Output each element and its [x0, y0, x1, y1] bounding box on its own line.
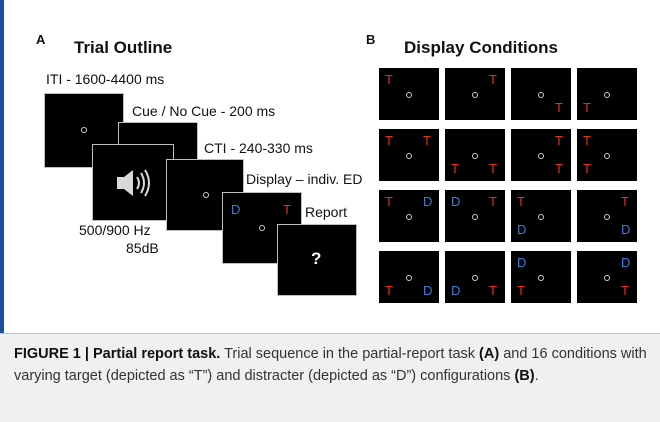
fixation-dot [472, 214, 478, 220]
caption-text-2: and 16 conditions with varying target (d… [14, 346, 647, 384]
cti-label: CTI - 240-330 ms [204, 140, 313, 156]
fixation-dot [604, 92, 610, 98]
panel-a-letter: A [36, 32, 46, 47]
condition-screen: T [577, 68, 637, 120]
target-letter: T [621, 283, 629, 298]
fixation-dot [472, 275, 478, 281]
target-letter: T [283, 202, 291, 217]
frequency-label: 500/900 Hz [79, 222, 151, 238]
fixation-dot [81, 127, 87, 133]
iti-label: ITI - 1600-4400 ms [46, 71, 165, 87]
distracter-letter: D [621, 255, 631, 270]
target-letter: T [423, 133, 431, 148]
fixation-dot [538, 92, 544, 98]
report-screen: ? [277, 224, 357, 296]
distracter-letter: D [451, 194, 461, 209]
target-letter: T [555, 100, 563, 115]
caption-background [0, 333, 660, 422]
target-letter: T [489, 161, 497, 176]
condition-screen: T [445, 68, 505, 120]
target-letter: T [583, 161, 591, 176]
fixation-dot [203, 192, 209, 198]
target-letter: T [621, 194, 629, 209]
sound-cue-screen [92, 144, 174, 221]
accent-bar [0, 0, 4, 421]
target-letter: T [517, 283, 525, 298]
fixation-dot [259, 225, 265, 231]
report-question-mark: ? [311, 249, 322, 268]
target-letter: T [583, 133, 591, 148]
distracter-letter: D [423, 194, 433, 209]
fixation-dot [472, 153, 478, 159]
target-letter: T [555, 133, 563, 148]
fixation-dot [538, 153, 544, 159]
fixation-dot [604, 275, 610, 281]
fixation-dot [406, 92, 412, 98]
distracter-letter: D [423, 283, 433, 298]
caption-ref-a: (A) [479, 346, 500, 362]
distracter-letter: D [231, 202, 241, 217]
distracter-letter: D [451, 283, 461, 298]
fixation-dot [538, 214, 544, 220]
fixation-dot [604, 214, 610, 220]
fixation-dot [472, 92, 478, 98]
fixation-dot [406, 275, 412, 281]
report-label: Report [305, 204, 348, 220]
target-letter: T [385, 283, 393, 298]
target-letter: T [451, 161, 459, 176]
target-letter: T [489, 283, 497, 298]
target-letter: T [517, 194, 525, 209]
figure-label: FIGURE 1 | Partial report task. [14, 346, 221, 362]
caption-text-3: . [534, 368, 539, 384]
target-letter: T [583, 100, 591, 115]
figure-caption: FIGURE 1 | Partial report task. Trial se… [14, 343, 654, 387]
fixation-dot [604, 153, 610, 159]
panel-a-title: Trial Outline [74, 38, 173, 57]
loudness-label: 85dB [126, 240, 159, 256]
cue-label: Cue / No Cue - 200 ms [132, 103, 276, 119]
fixation-dot [538, 275, 544, 281]
panel-b-letter: B [366, 32, 376, 47]
fixation-dot [406, 153, 412, 159]
distracter-letter: D [517, 255, 527, 270]
fixation-dot [406, 214, 412, 220]
distracter-letter: D [621, 222, 631, 237]
target-letter: T [385, 194, 393, 209]
caption-text-1: Trial sequence in the partial-report tas… [220, 346, 480, 362]
condition-screen: T [511, 68, 571, 120]
target-letter: T [555, 161, 563, 176]
condition-screen: T [379, 68, 439, 120]
target-letter: T [385, 72, 393, 87]
distracter-letter: D [517, 222, 527, 237]
target-letter: T [489, 72, 497, 87]
caption-ref-b: (B) [514, 368, 535, 384]
panel-b-title: Display Conditions [404, 38, 558, 57]
target-letter: T [489, 194, 497, 209]
speaker-icon [117, 169, 150, 197]
target-letter: T [385, 133, 393, 148]
display-label: Display – indiv. ED [246, 171, 363, 187]
